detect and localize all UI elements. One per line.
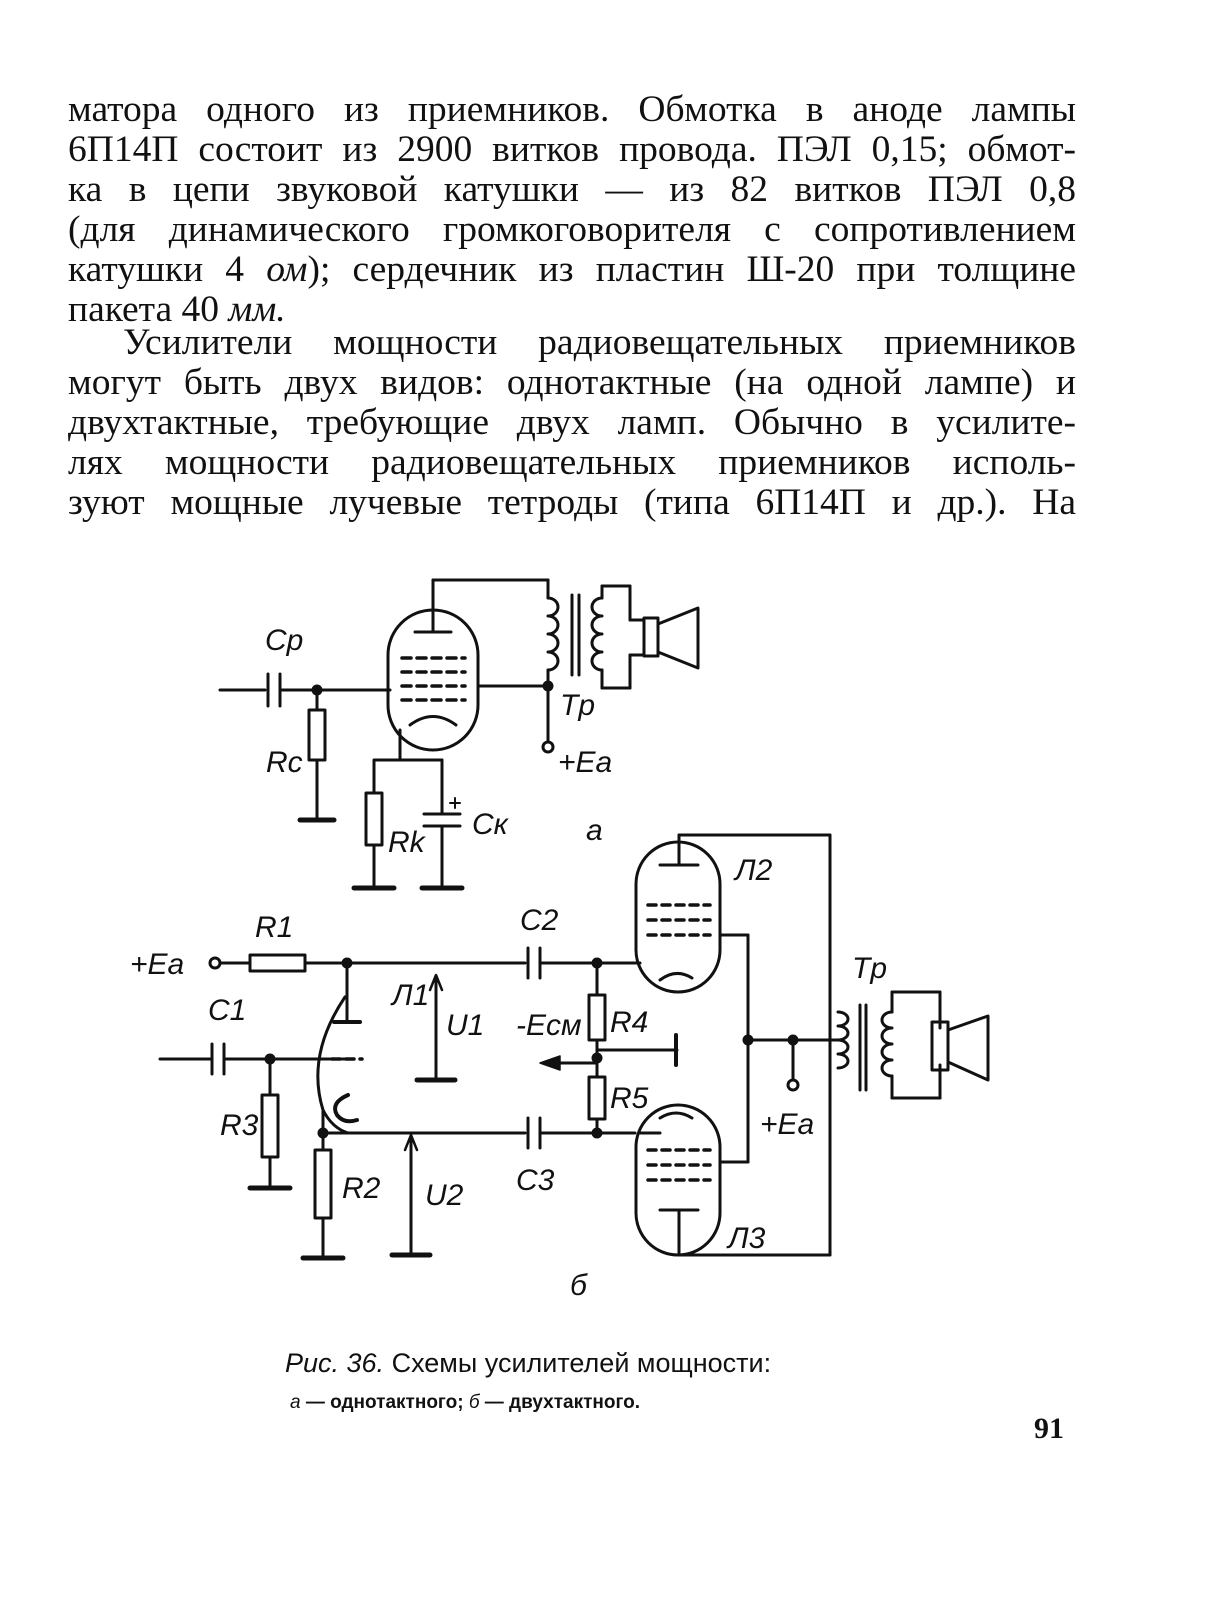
label-sub-b: б [570, 1269, 588, 1302]
legend-text-b: — двухтактного. [479, 1392, 641, 1413]
text-line: 6П14П состоит из 2900 витков провода. ПЭ… [68, 129, 1076, 170]
speaker-b-icon [946, 1014, 990, 1082]
label-ea-in: +Ea [130, 948, 184, 981]
resistor-r4 [587, 993, 607, 1042]
label-sub-a: a [586, 814, 603, 847]
label-u2: U2 [425, 1179, 464, 1212]
text-line: Усилители мощности радиовещательных прие… [123, 322, 1076, 363]
resistor-r1 [248, 953, 307, 973]
text-fragment: катушки 4 [68, 249, 267, 290]
figure-title: Схемы усилителей мощности: [384, 1348, 772, 1378]
label-ea-a: +Ea [558, 746, 612, 779]
page-number: 91 [1034, 1412, 1064, 1445]
resistor-r5 [587, 1075, 607, 1121]
resistor-rk [364, 791, 384, 847]
label-l3: Л3 [726, 1222, 766, 1255]
text-fragment: пакета 40 [68, 289, 229, 330]
label-r1: R1 [255, 911, 293, 944]
figure-number: Рис. 36. [285, 1348, 385, 1378]
text-line: катушки 4 ом); сердечник из пластин Ш-20… [68, 250, 1076, 290]
text-line: могут быть двух видов: однотактные (на о… [68, 362, 1076, 403]
label-u1: U1 [446, 1009, 484, 1042]
label-c1: C1 [208, 994, 246, 1027]
label-l1: Л1 [390, 979, 429, 1012]
text-line: лях мощности радиовещательных приемников… [68, 442, 1076, 483]
label-r5: R5 [610, 1082, 649, 1115]
paragraph-2: Усилители мощности радиовещательных прие… [68, 323, 1076, 523]
resistor-rc [307, 708, 327, 762]
schematic-a [218, 578, 700, 891]
text-line: матора одного из приемников. Обмотка в а… [68, 89, 1076, 130]
speaker-icon [656, 606, 700, 670]
label-rk: Rk [388, 826, 427, 859]
text-fragment: ); сердечник из пластин Ш-20 при толщине [307, 249, 1076, 290]
schematic-b [158, 833, 990, 1261]
text-line: ка в цепи звуковой катушки — из 82 витко… [68, 169, 1076, 210]
label-c2: C2 [520, 904, 559, 937]
transformer-primary [546, 596, 560, 672]
transformer-b-secondary [880, 1010, 894, 1078]
resistor-r2 [313, 1148, 333, 1220]
unit-ohm: ом [266, 249, 308, 290]
label-tp-a: Tp [560, 689, 595, 722]
label-l2: Л2 [733, 854, 773, 887]
legend-letter-b: б [468, 1392, 480, 1413]
transformer-secondary [590, 596, 604, 672]
text-line: зуют мощные лучевые тетроды (типа 6П14П … [68, 482, 1076, 523]
text-line: (для динамического громкоговорителя с со… [68, 209, 1076, 250]
resistor-r3 [260, 1093, 280, 1159]
label-rc: Rc [266, 746, 303, 779]
figure-legend: а — однотактного; б — двухтактного. [290, 1392, 640, 1414]
text-line: двухтактные, требующие двух ламп. Обычно… [68, 402, 1076, 443]
legend-letter-a: а [290, 1392, 301, 1413]
label-ecm: -Eсм [516, 1009, 582, 1042]
label-c3: C3 [516, 1164, 555, 1197]
transformer-b-primary [836, 1010, 850, 1070]
label-ck: Cк [472, 808, 510, 841]
label-r3: R3 [220, 1109, 259, 1142]
amplifier-schematics: Cp Rc Rk Cк Tp +Ea a R1 +Ea C1 R3 R2 Л1 … [130, 578, 990, 1302]
label-tp-b: Tp [852, 952, 887, 985]
paragraph-1: матора одного из приемников. Обмотка в а… [68, 90, 1076, 330]
label-r4: R4 [610, 1006, 648, 1039]
unit-mm: мм. [228, 289, 286, 330]
tube-l1 [316, 995, 350, 1135]
legend-text-a: — однотактного; [300, 1392, 469, 1413]
figure-caption: Рис. 36. Схемы усилителей мощности: [285, 1348, 905, 1379]
label-ea-b: +Ea [760, 1108, 814, 1141]
speaker-coil [642, 616, 660, 658]
label-cp: Cp [265, 624, 303, 657]
text-line: пакета 40 мм. [68, 290, 1076, 330]
label-r2: R2 [342, 1172, 381, 1205]
